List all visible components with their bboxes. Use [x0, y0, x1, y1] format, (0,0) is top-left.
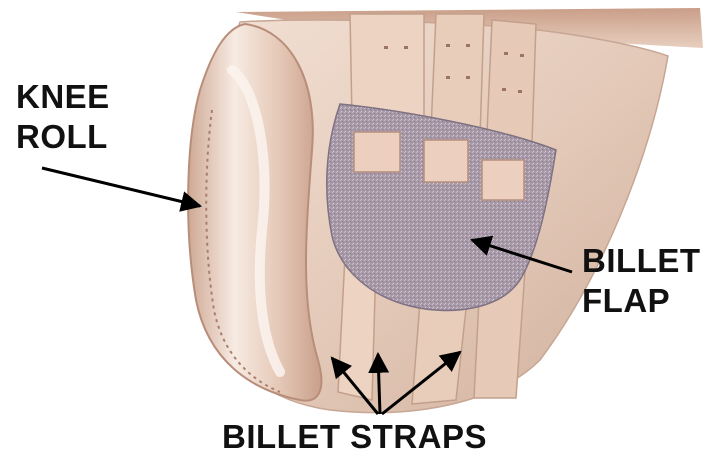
flap-slot-strap: [354, 132, 400, 172]
flap-slot-strap: [482, 160, 524, 200]
knee-roll-label-line1: KNEE: [16, 78, 110, 116]
flap-slot-strap: [424, 140, 468, 182]
billet-flap-label-line2: FLAP: [582, 282, 670, 320]
arrow-knee-roll: [42, 168, 200, 206]
arrow-billet-strap-2: [378, 354, 380, 414]
billet-flap-label-line1: BILLET: [582, 242, 700, 280]
knee-roll: [188, 24, 321, 401]
knee-roll-label-line2: ROLL: [16, 118, 108, 156]
billet-straps-label: BILLET STRAPS: [222, 418, 487, 456]
